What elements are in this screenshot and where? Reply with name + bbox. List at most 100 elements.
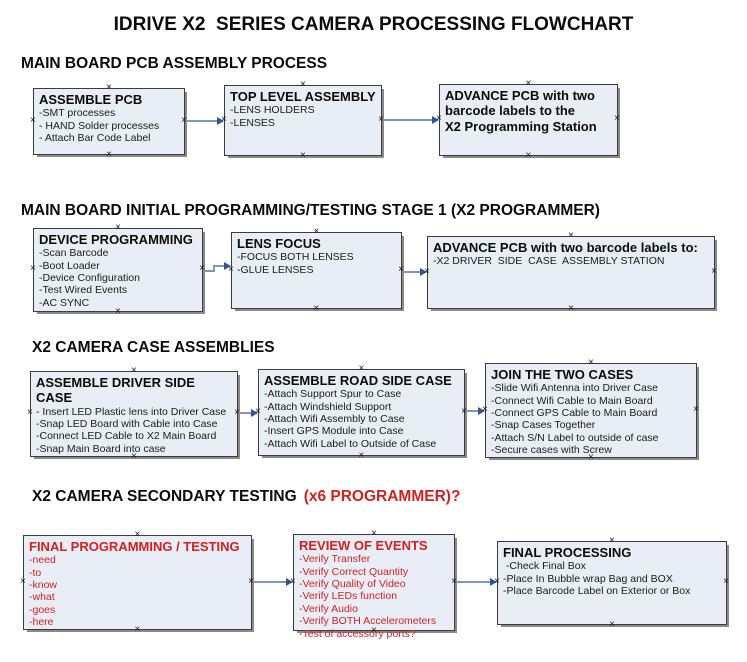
box-item: -Place Barcode Label on Exterior or Box (503, 585, 691, 598)
connection-point-icon (228, 267, 234, 273)
connection-point-icon (20, 579, 26, 585)
connector-arrow (456, 577, 497, 586)
box-item: -Attach Windshield Support (264, 400, 392, 413)
box-item: - Insert LED Plastic lens into Driver Ca… (36, 405, 227, 418)
connection-point-icon (30, 266, 36, 272)
connection-point-icon (106, 85, 112, 91)
box-item: -Attach S/N Label to outside of case (491, 431, 659, 444)
box-item: -Attach Wifi Label to Outside of Case (264, 437, 437, 450)
page-title: IDRIVE X2 SERIES CAMERA PROCESSING FLOWC… (113, 14, 634, 35)
process-box-assemble-road-side-case: ASSEMBLE ROAD SIDE CASE -Attach Support … (258, 369, 465, 456)
box-item: -Verify LEDs function (299, 590, 398, 603)
box-title: FINAL PROGRAMMING / TESTING (29, 539, 240, 554)
box-title: JOIN THE TWO CASES (491, 367, 634, 382)
box-item: -know (29, 579, 58, 592)
process-box-assemble-pcb: ASSEMBLE PCB -SMT processes- HAND Solder… (33, 88, 185, 155)
connection-point-icon (568, 233, 574, 239)
box-item: -Connect Wifi Cable to Main Board (491, 394, 653, 407)
box-item: - Attach Bar Code Label (39, 132, 151, 145)
box-item: -Attach Support Spur to Case (264, 388, 402, 401)
connection-point-icon (693, 407, 699, 413)
box-title: ADVANCE PCB with two barcode labels to: (433, 240, 698, 255)
box-title: LENS FOCUS (237, 236, 321, 251)
connection-point-icon (436, 116, 442, 122)
box-title: ASSEMBLE PCB (39, 92, 143, 107)
box-item: -Insert GPS Module into Case (264, 425, 404, 438)
connection-point-icon (115, 225, 121, 231)
box-title: FINAL PROCESSING (503, 545, 632, 560)
section-heading-case-assemblies: X2 CAMERA CASE ASSEMBLIES (32, 339, 275, 357)
box-items: -SMT processes- HAND Solder processes- A… (39, 107, 181, 144)
box-item: -Verify Quality of Video (299, 578, 406, 591)
box-items: -Attach Support Spur to Case-Attach Wind… (264, 388, 461, 450)
connection-point-icon (609, 538, 615, 544)
process-box-advance-pcb-programming-station: ADVANCE PCB with two barcode labels to t… (439, 84, 618, 156)
box-item: -Device Configuration (39, 272, 140, 285)
box-item: -Connect GPS Cable to Main Board (491, 407, 658, 420)
box-item: -LENSES (230, 116, 275, 129)
box-items: -Check Final Box-Place In Bubble wrap Ba… (503, 560, 723, 597)
section-heading-pcb-assembly: MAIN BOARD PCB ASSEMBLY PROCESS (21, 55, 327, 73)
connection-point-icon (30, 118, 36, 124)
box-item: -here (29, 616, 54, 629)
process-box-assemble-driver-side-case: ASSEMBLE DRIVER SIDE CASE - Insert LED P… (30, 371, 238, 457)
process-box-lens-focus: LENS FOCUS -FOCUS BOTH LENSES-GLUE LENSE… (231, 232, 402, 309)
process-box-final-processing: FINAL PROCESSING -Check Final Box-Place … (497, 541, 727, 625)
connection-point-icon (131, 454, 137, 460)
box-item: -to (29, 566, 42, 579)
box-items: -Scan Barcode-Boot Loader-Device Configu… (39, 247, 199, 309)
box-item: -Snap Cases Together (491, 419, 596, 432)
section-heading-text: X2 CAMERA SECONDARY TESTING (32, 488, 297, 505)
box-items: -X2 DRIVER SIDE CASE ASSEMBLY STATION (433, 255, 711, 267)
box-item: -LENS HOLDERS (230, 104, 315, 117)
connection-point-icon (588, 455, 594, 461)
process-box-advance-pcb-driver-side-station: ADVANCE PCB with two barcode labels to: … (427, 236, 715, 309)
box-item: -Snap LED Board with Cable into Case (36, 418, 218, 431)
connection-point-icon (135, 627, 141, 633)
box-item: -AC SYNC (39, 296, 90, 309)
section-heading-text: MAIN BOARD PCB ASSEMBLY PROCESS (21, 55, 328, 72)
box-title: TOP LEVEL ASSEMBLY (230, 89, 376, 104)
box-item: -Verify Correct Quantity (299, 565, 409, 578)
box-item: -need (29, 554, 56, 567)
box-item: -Place In Bubble wrap Bag and BOX (503, 572, 673, 585)
connection-point-icon (314, 306, 320, 312)
box-item: -Boot Loader (39, 259, 100, 272)
box-item: -Check Final Box (503, 560, 586, 573)
box-item: -Scan Barcode (39, 247, 109, 260)
connection-point-icon (359, 366, 365, 372)
box-item: -GLUE LENSES (237, 263, 314, 276)
connection-point-icon (221, 117, 227, 123)
connector-arrow (383, 115, 439, 124)
box-item: -goes (29, 603, 56, 616)
box-item: -X2 DRIVER SIDE CASE ASSEMBLY STATION (433, 255, 665, 268)
connection-point-icon (588, 360, 594, 366)
section-heading-text: MAIN BOARD INITIAL PROGRAMMING/TESTING S… (21, 202, 600, 219)
box-item: -Test Wired Events (39, 284, 128, 297)
connection-point-icon (106, 152, 112, 158)
box-item: -FOCUS BOTH LENSES (237, 251, 354, 264)
process-box-final-programming-testing: FINAL PROGRAMMING / TESTING -need-to-kno… (23, 535, 252, 630)
connection-point-icon (526, 81, 532, 87)
box-item: -Verify Audio (299, 602, 358, 615)
connection-point-icon (371, 531, 377, 537)
box-title: REVIEW OF EVENTS (299, 538, 428, 553)
box-items: -LENS HOLDERS-LENSES (230, 104, 378, 129)
connection-point-icon (614, 116, 620, 122)
connection-point-icon (135, 532, 141, 538)
connection-point-icon (115, 309, 121, 315)
connector-arrow (253, 577, 293, 586)
connection-point-icon (424, 269, 430, 275)
box-title: ASSEMBLE DRIVER SIDE CASE (36, 375, 195, 406)
connection-point-icon (371, 628, 377, 634)
connection-point-icon (300, 82, 306, 88)
connection-point-icon (482, 407, 488, 413)
box-items: -Slide Wifi Antenna into Driver Case-Con… (491, 382, 693, 456)
connection-point-icon (526, 153, 532, 159)
box-item: -Connect LED Cable to X2 Main Board (36, 430, 217, 443)
box-item: -Slide Wifi Antenna into Driver Case (491, 382, 658, 395)
connection-point-icon (494, 579, 500, 585)
connection-point-icon (290, 579, 296, 585)
section-heading-text: X2 CAMERA CASE ASSEMBLIES (32, 339, 275, 356)
box-item: -Verify BOTH Accelerometers (299, 615, 437, 628)
